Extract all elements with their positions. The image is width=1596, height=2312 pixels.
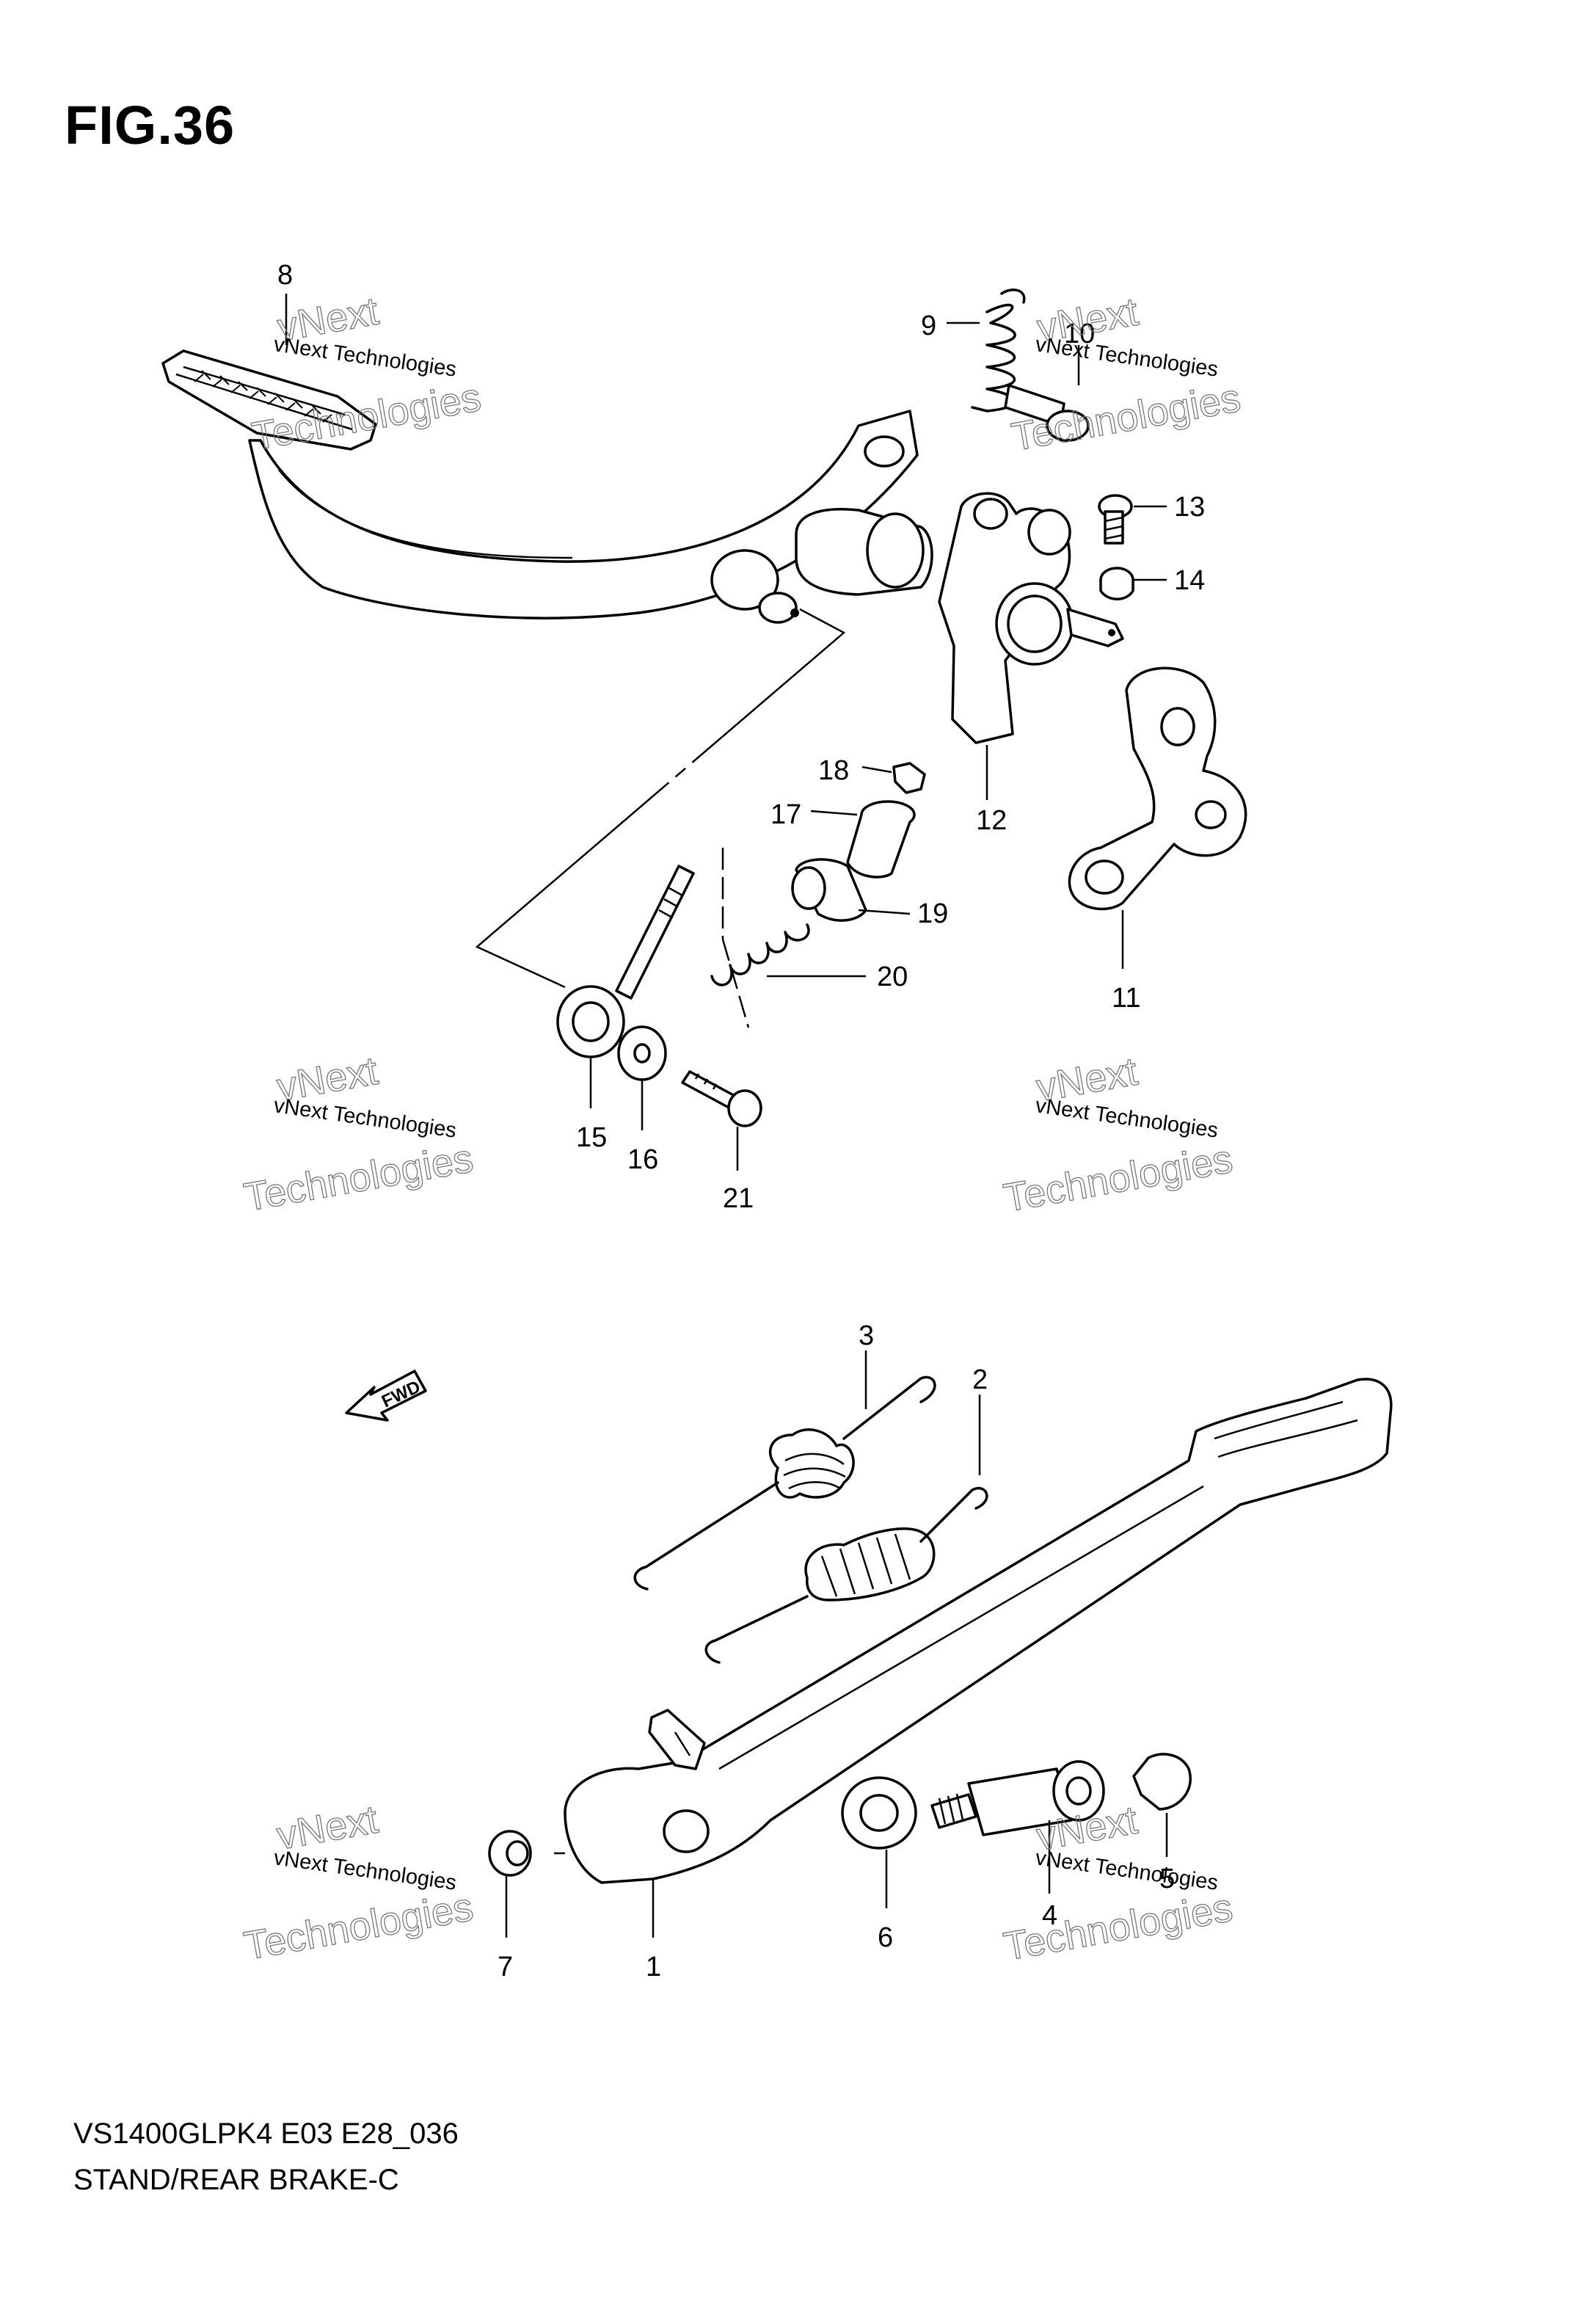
model-code: VS1400GLPK4 E03 E28_036	[73, 2117, 459, 2150]
figure-caption: STAND/REAR BRAKE-C	[73, 2164, 399, 2196]
callout-17: 17	[770, 799, 801, 830]
return-spring-part	[971, 288, 1026, 412]
link-11-part	[1068, 666, 1247, 911]
spring-2-part	[704, 1487, 988, 1664]
watermark-text-bottom-right: vNext Technologies	[1034, 1846, 1220, 1895]
callout-5: 5	[1159, 1864, 1175, 1894]
brake-pedal-part	[161, 349, 933, 624]
bolt-21-part	[681, 1070, 762, 1127]
callout-2: 2	[972, 1364, 988, 1395]
bracket-12-part	[938, 492, 1124, 744]
leader-lines	[285, 294, 1168, 1938]
svg-text:Technologies: Technologies	[1008, 376, 1244, 459]
bolt-4-part	[930, 1760, 1105, 1836]
watermark-text-mid-right: vNext Technologies	[1034, 1094, 1220, 1143]
nut-14-part	[1099, 567, 1134, 600]
watermark-text-bottom-left: vNext Technologies	[272, 1846, 458, 1895]
callout-21: 21	[723, 1183, 754, 1214]
callout-16: 16	[627, 1144, 658, 1175]
callout-14: 14	[1174, 565, 1205, 596]
callout-8: 8	[277, 260, 293, 291]
assembly-leader-line	[475, 608, 846, 989]
pin-17-part	[846, 800, 916, 879]
callout-12: 12	[976, 805, 1007, 836]
washer-16-part	[617, 1025, 667, 1081]
callout-3: 3	[859, 1320, 874, 1351]
callout-20: 20	[877, 961, 908, 992]
svg-text:Technologies: Technologies	[241, 1885, 476, 1969]
figure-title: FIG.36	[65, 95, 236, 156]
callout-6: 6	[878, 1922, 893, 1953]
clip-18-part	[892, 762, 926, 794]
cap-5-part	[1132, 1753, 1192, 1811]
callout-11: 11	[1112, 983, 1140, 1014]
watermark-text-mid-left: vNext Technologies	[272, 1094, 458, 1143]
nut-7-part	[488, 1830, 565, 1877]
spring-3-part	[633, 1375, 936, 1591]
callout-7: 7	[498, 1952, 513, 1982]
callout-15: 15	[576, 1122, 607, 1153]
callout-4: 4	[1042, 1900, 1057, 1931]
watermark-text-top-right: vNext Technologies	[1034, 332, 1220, 382]
svg-text:Technologies: Technologies	[241, 1136, 476, 1220]
screw-13-part	[1098, 494, 1133, 545]
rod-15-part	[556, 865, 695, 1058]
fwd-arrow-icon: FWD	[345, 1370, 427, 1422]
svg-text:Technologies: Technologies	[1000, 1886, 1236, 1969]
side-stand-part	[564, 1378, 1393, 1884]
callout-13: 13	[1174, 492, 1205, 523]
washer-6-part	[841, 1776, 917, 1850]
callout-1: 1	[646, 1952, 661, 1982]
bolt-10-part	[1004, 384, 1090, 442]
callout-10: 10	[1064, 319, 1095, 349]
callout-9: 9	[921, 310, 936, 341]
callout-19: 19	[917, 898, 948, 929]
collar-19-part	[791, 858, 867, 922]
watermark-text-top-left: vNext Technologies	[272, 332, 458, 382]
callout-18: 18	[818, 755, 849, 786]
svg-text:Technologies: Technologies	[1000, 1137, 1236, 1221]
